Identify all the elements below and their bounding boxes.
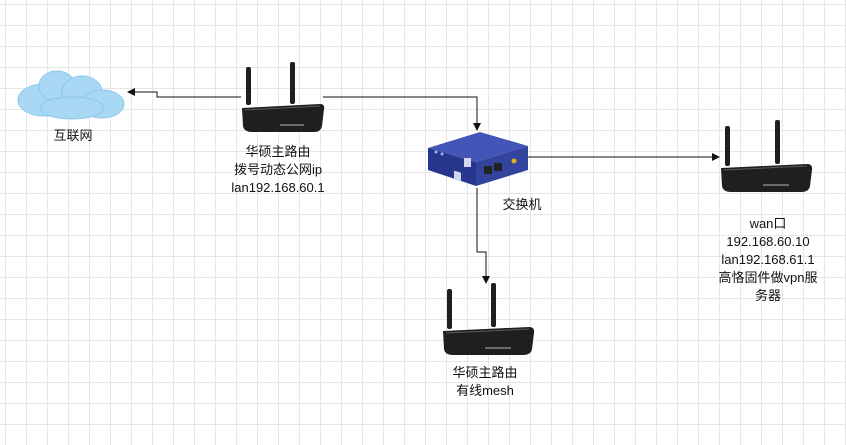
switch-label: 交换机	[502, 197, 542, 212]
edge-router-to-internet	[127, 88, 241, 98]
mesh-router-label: 华硕主路由 有线mesh	[420, 364, 550, 400]
router-icon	[443, 283, 535, 355]
vpn-router-wan-ip: 192.168.60.10	[726, 234, 810, 249]
cloud-icon	[17, 70, 125, 120]
router-icon	[721, 120, 813, 192]
switch-node	[424, 128, 532, 188]
edge-switch-to-mesh	[476, 188, 490, 284]
vpn-router-desc-1: 高恪固件做vpn服	[718, 270, 818, 285]
main-router-wan: 拨号动态公网ip	[233, 162, 323, 177]
vpn-router-desc-2: 务器	[754, 288, 781, 303]
main-router-label: 华硕主路由 拨号动态公网ip lan192.168.60.1	[210, 143, 346, 197]
edge-router-to-switch	[323, 96, 481, 131]
vpn-router-label: wan口 192.168.60.10 lan192.168.61.1 高恪固件做…	[693, 215, 843, 305]
main-router-name: 华硕主路由	[245, 144, 311, 159]
mesh-router-node	[441, 283, 537, 359]
mesh-router-name: 华硕主路由	[452, 365, 518, 380]
vpn-router-node	[719, 120, 815, 196]
router-icon	[242, 62, 325, 132]
mesh-router-type: 有线mesh	[456, 383, 514, 398]
switch-icon	[428, 132, 528, 186]
vpn-router-lan: lan192.168.61.1	[721, 252, 815, 267]
internet-label: 互联网	[53, 128, 93, 143]
main-router-lan: lan192.168.60.1	[231, 180, 325, 195]
vpn-router-wan: wan口	[749, 216, 787, 231]
main-router-node	[240, 62, 326, 136]
internet-node	[12, 64, 128, 120]
